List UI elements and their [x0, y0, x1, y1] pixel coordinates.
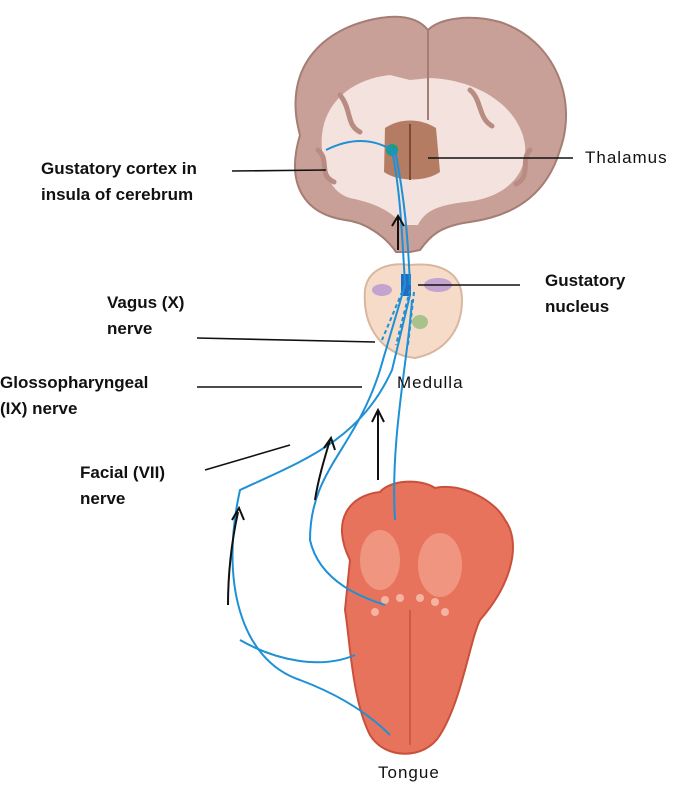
- label-glossopharyngeal: Glossopharyngeal (IX) nerve: [0, 373, 149, 418]
- medulla-dashed-fibers: [381, 284, 415, 346]
- brain-coronal-section: [294, 15, 568, 253]
- arrow-facial: [227, 505, 245, 606]
- arrow-thalamus: [391, 214, 405, 250]
- leader-gustatory-cortex: [231, 169, 327, 172]
- label-gustatory-cortex: Gustatory cortex in insula of cerebrum: [41, 159, 197, 204]
- medulla-section: [363, 263, 464, 360]
- label-thalamus: Thalamus: [585, 148, 668, 167]
- label-tongue: Tongue: [378, 763, 440, 782]
- leader-facial: [204, 444, 291, 471]
- direction-arrows: [227, 214, 405, 606]
- label-leader-lines: [196, 157, 573, 471]
- arrow-glossopharyngeal: [314, 435, 336, 501]
- label-vagus: Vagus (X) nerve: [107, 293, 185, 338]
- tongue: [340, 480, 514, 755]
- label-medulla: Medulla: [397, 373, 464, 392]
- label-facial: Facial (VII) nerve: [80, 463, 166, 508]
- leader-vagus: [196, 337, 376, 343]
- label-gustatory-nucleus: Gustatory nucleus: [545, 271, 626, 316]
- arrow-medulla: [371, 407, 385, 480]
